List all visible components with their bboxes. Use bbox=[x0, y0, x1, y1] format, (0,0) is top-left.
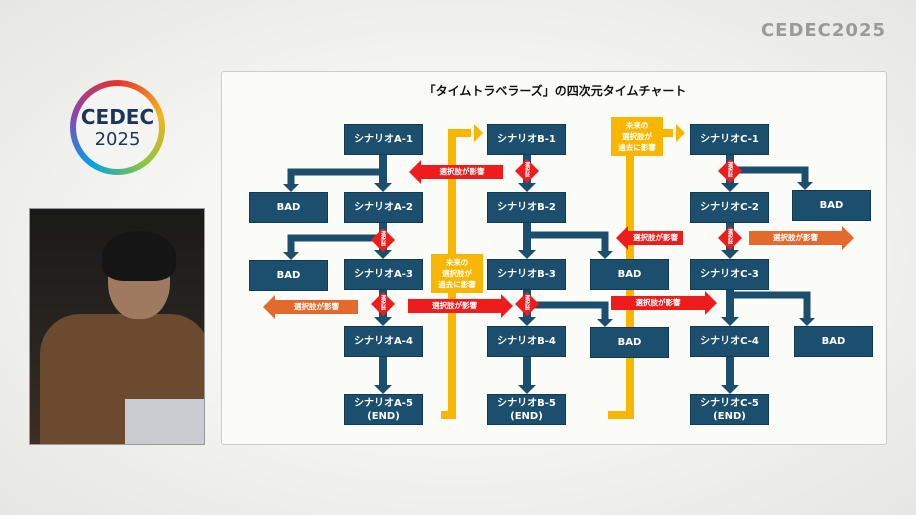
arrow-a1-bad-head bbox=[283, 184, 299, 192]
influence-arrow-head bbox=[263, 295, 275, 319]
arrow-b3-bad bbox=[523, 297, 609, 319]
scenario-b-2: シナリオB-2 bbox=[487, 192, 566, 223]
influence-label: 選択肢が影響 bbox=[432, 301, 477, 310]
scenario-c-2: シナリオC-2 bbox=[690, 192, 769, 223]
influence-label: 選択肢が影響 bbox=[294, 302, 339, 311]
bad-ending: BAD bbox=[249, 192, 328, 223]
scenario-b-3: シナリオB-3 bbox=[487, 259, 566, 290]
laptop bbox=[125, 399, 204, 444]
choice-label: 選択肢 bbox=[380, 231, 386, 246]
choice-diamond bbox=[718, 159, 742, 183]
influence-arrow-head bbox=[705, 291, 717, 315]
influence-arrow bbox=[421, 165, 503, 179]
arrow-b3-bad-head bbox=[597, 319, 613, 327]
scenario-a-1: シナリオA-1 bbox=[344, 124, 423, 155]
scenario-b-5: シナリオB-5 (END) bbox=[487, 394, 566, 425]
choice-diamond bbox=[718, 226, 742, 250]
influence-arrow-head bbox=[409, 160, 421, 184]
cedec-logo: CEDEC 2025 bbox=[70, 80, 165, 175]
logo-line2: 2025 bbox=[94, 129, 141, 150]
influence-label: 選択肢が影響 bbox=[635, 298, 681, 307]
arrow-b1-b2-head bbox=[518, 183, 536, 192]
choice-label: 選択肢 bbox=[524, 295, 530, 310]
future-arrow-2 bbox=[676, 124, 685, 142]
choice-label: 選択肢 bbox=[380, 295, 386, 310]
arrow-c1-c2-head bbox=[721, 183, 739, 192]
influence-arrow-head bbox=[501, 294, 513, 318]
bad-ending: BAD bbox=[590, 327, 669, 358]
future-note: 未来の 選択肢が 過去に影響 bbox=[431, 254, 483, 293]
influence-arrow bbox=[275, 300, 358, 314]
slide: 「タイムトラベラーズ」の四次元タイムチャート 選択肢選択肢選択肢選択肢選択肢選択… bbox=[221, 71, 887, 445]
arrow-b2-b3-head bbox=[518, 250, 536, 259]
arrow-b2-bad-head bbox=[597, 251, 613, 259]
arrow-a2-a3-head bbox=[374, 250, 392, 259]
slide-title: 「タイムトラベラーズ」の四次元タイムチャート bbox=[423, 84, 687, 98]
speaker-video bbox=[29, 208, 205, 445]
scenario-c-3: シナリオC-3 bbox=[690, 259, 769, 290]
arrow-a1-bad bbox=[287, 161, 387, 184]
choice-label: 選択肢 bbox=[524, 162, 530, 177]
logo-line1: CEDEC bbox=[80, 105, 155, 129]
arrow-b3-b4-head bbox=[518, 317, 536, 326]
future-arrow-1 bbox=[474, 124, 483, 142]
scenario-c-1: シナリオC-1 bbox=[690, 124, 769, 155]
arrow-c4-c5-head bbox=[721, 385, 739, 394]
influence-arrow bbox=[628, 231, 683, 245]
influence-label: 選択肢が影響 bbox=[773, 233, 818, 242]
influence-arrow bbox=[749, 231, 842, 245]
arrow-c2-c3-head bbox=[721, 250, 739, 259]
arrow-c3-bad-head bbox=[799, 318, 815, 326]
speaker-hair bbox=[102, 231, 176, 281]
scenario-a-5: シナリオA-5 (END) bbox=[344, 394, 423, 425]
choice-diamond bbox=[371, 292, 395, 316]
influence-arrow bbox=[408, 299, 501, 313]
influence-label: 選択肢が影響 bbox=[439, 167, 485, 176]
scenario-b-4: シナリオB-4 bbox=[487, 326, 566, 357]
chart-connectors bbox=[263, 124, 854, 419]
scenario-a-3: シナリオA-3 bbox=[344, 259, 423, 290]
influence-arrow-head bbox=[616, 226, 628, 250]
arrow-c1-bad-head bbox=[797, 182, 813, 190]
arrow-a2-bad-head bbox=[283, 252, 299, 260]
bad-ending: BAD bbox=[590, 259, 669, 290]
arrow-a2-bad bbox=[287, 229, 387, 252]
bad-ending: BAD bbox=[792, 190, 871, 221]
choice-label: 選択肢 bbox=[727, 162, 733, 177]
scenario-a-2: シナリオA-2 bbox=[344, 192, 423, 223]
choice-diamond bbox=[515, 292, 539, 316]
influence-label: 選択肢が影響 bbox=[633, 233, 678, 242]
arrow-a4-a5-head bbox=[374, 385, 392, 394]
influence-arrow-head bbox=[842, 226, 854, 250]
influence-arrow bbox=[611, 296, 705, 310]
choice-diamond bbox=[515, 159, 539, 183]
scenario-b-1: シナリオB-1 bbox=[487, 124, 566, 155]
arrow-b4-b5-head bbox=[518, 385, 536, 394]
corner-logo: CEDEC2025 bbox=[760, 20, 886, 41]
choice-diamond bbox=[371, 228, 395, 252]
arrow-c3-bad bbox=[726, 290, 811, 318]
arrow-c3-c4-head bbox=[721, 317, 739, 326]
arrow-a1-a2-head bbox=[374, 183, 392, 192]
future-note: 未来の 選択肢が 過去に影響 bbox=[611, 117, 663, 156]
scenario-c-5: シナリオC-5 (END) bbox=[690, 394, 769, 425]
arrow-b2-bad bbox=[523, 223, 609, 251]
choice-label: 選択肢 bbox=[727, 229, 733, 244]
arrow-a3-a4-head bbox=[374, 317, 392, 326]
bad-ending: BAD bbox=[794, 326, 873, 357]
bad-ending: BAD bbox=[249, 260, 328, 291]
scenario-a-4: シナリオA-4 bbox=[344, 326, 423, 357]
scenario-c-4: シナリオC-4 bbox=[690, 326, 769, 357]
